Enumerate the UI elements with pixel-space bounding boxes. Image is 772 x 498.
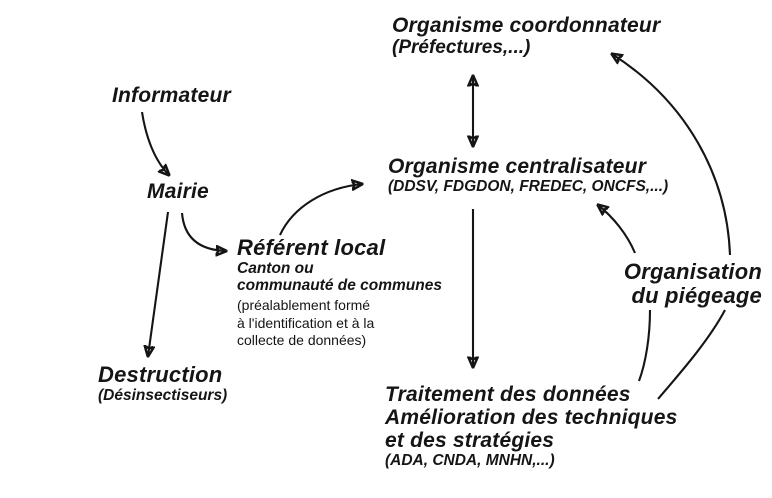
node-title: Organisme coordonnateur <box>392 14 661 37</box>
node-informateur: Informateur <box>112 84 231 107</box>
node-subtitle: (ADA, CNDA, MNHN,...) <box>385 452 555 469</box>
node-mairie: Mairie <box>147 180 209 203</box>
edge-organisation-centralisateur <box>598 205 636 254</box>
node-title: Informateur <box>112 84 231 107</box>
node-subtitle-line: Canton ou <box>237 260 314 277</box>
node-title-line: Amélioration des techniques <box>385 406 678 429</box>
node-referent-local: Référent local Canton ou communauté de c… <box>237 236 442 350</box>
node-title-line: et des stratégies <box>385 429 555 452</box>
node-destruction: Destruction (Désinsectiseurs) <box>98 362 228 405</box>
edge-traitement-organisation-tail <box>638 309 652 382</box>
node-traitement-donnees: Traitement des données Amélioration des … <box>385 383 677 469</box>
node-subtitle-line: communauté de communes <box>237 277 442 294</box>
node-title-line: du piégeage <box>631 283 762 308</box>
node-title: Organisme centralisateur <box>388 155 647 178</box>
node-organisation-piegeage: Organisation du piégeage <box>560 260 762 308</box>
node-title: Référent local <box>237 235 386 260</box>
edge-traitement-coordonnateur-tail <box>657 309 726 400</box>
node-organisme-coordonnateur: Organisme coordonnateur (Préfectures,...… <box>392 14 660 59</box>
edge-referent-centralisateur <box>279 184 362 236</box>
node-note-line: à l'identification et à la <box>237 314 375 331</box>
edge-mairie-destruction <box>148 211 170 356</box>
node-title-line: Traitement des données <box>385 383 631 406</box>
node-note-line: collecte de données) <box>237 332 367 348</box>
node-title: Destruction <box>98 362 223 387</box>
edge-organisation-coordonnateur <box>612 54 732 256</box>
node-title: Mairie <box>147 180 209 203</box>
node-note-line: (préalablement formé <box>237 297 371 313</box>
node-subtitle: (Préfectures,...) <box>392 37 531 58</box>
edge-mairie-referent <box>180 212 226 251</box>
node-title-line: Organisation <box>623 259 762 284</box>
edge-informateur-mairie <box>140 111 169 175</box>
node-subtitle: (DDSV, FDGDON, FREDEC, ONCFS,...) <box>388 178 669 195</box>
node-subtitle: (Désinsectiseurs) <box>98 387 228 404</box>
node-organisme-centralisateur: Organisme centralisateur (DDSV, FDGDON, … <box>388 155 668 195</box>
